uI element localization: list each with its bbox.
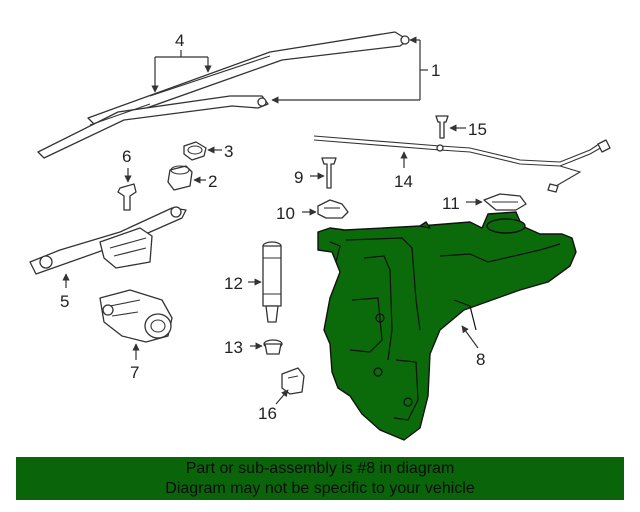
- callout-10: 10: [276, 204, 295, 223]
- sensor-part-16: [281, 367, 305, 395]
- callout-9: 9: [294, 168, 303, 187]
- callout-13: 13: [224, 338, 243, 357]
- bolt-part-9: [321, 157, 337, 189]
- screw-part-15: [435, 115, 449, 139]
- banner-line-1: Part or sub-assembly is #8 in diagram: [185, 460, 455, 477]
- callout-4: 4: [175, 31, 184, 50]
- parts-diagram: 4 1 3 2 6 5 7: [29, 31, 611, 441]
- info-banner: Part or sub-assembly is #8 in diagram Di…: [16, 457, 624, 500]
- clip-part-11: [483, 193, 527, 211]
- callout-3: 3: [224, 142, 233, 161]
- callout-1: 1: [431, 61, 440, 80]
- wiper-motor-part-7: [99, 289, 173, 343]
- callout-2: 2: [208, 172, 217, 191]
- callout-11: 11: [442, 194, 460, 213]
- clip-part-10: [317, 199, 349, 219]
- washer-pump-part-12: [262, 241, 282, 323]
- grommet-part-13: [263, 339, 283, 355]
- wiper-arm-lower: [37, 95, 269, 159]
- wiper-linkage-part-5: [29, 206, 187, 275]
- cap-part-2: [167, 165, 193, 191]
- callout-15: 15: [468, 120, 487, 139]
- washer-reservoir-part-8: [317, 211, 577, 441]
- callout-16: 16: [258, 404, 277, 423]
- nut-part-3: [183, 141, 207, 161]
- callout-7: 7: [130, 363, 139, 382]
- callout-14: 14: [394, 172, 413, 191]
- banner-line-2: Diagram may not be specific to your vehi…: [165, 480, 475, 497]
- fastener-part-6: [117, 183, 137, 211]
- washer-hose-part-14: [313, 135, 611, 193]
- callout-12: 12: [224, 274, 243, 293]
- callout-6: 6: [122, 147, 131, 166]
- callout-5: 5: [60, 292, 69, 311]
- callout-8: 8: [476, 350, 485, 369]
